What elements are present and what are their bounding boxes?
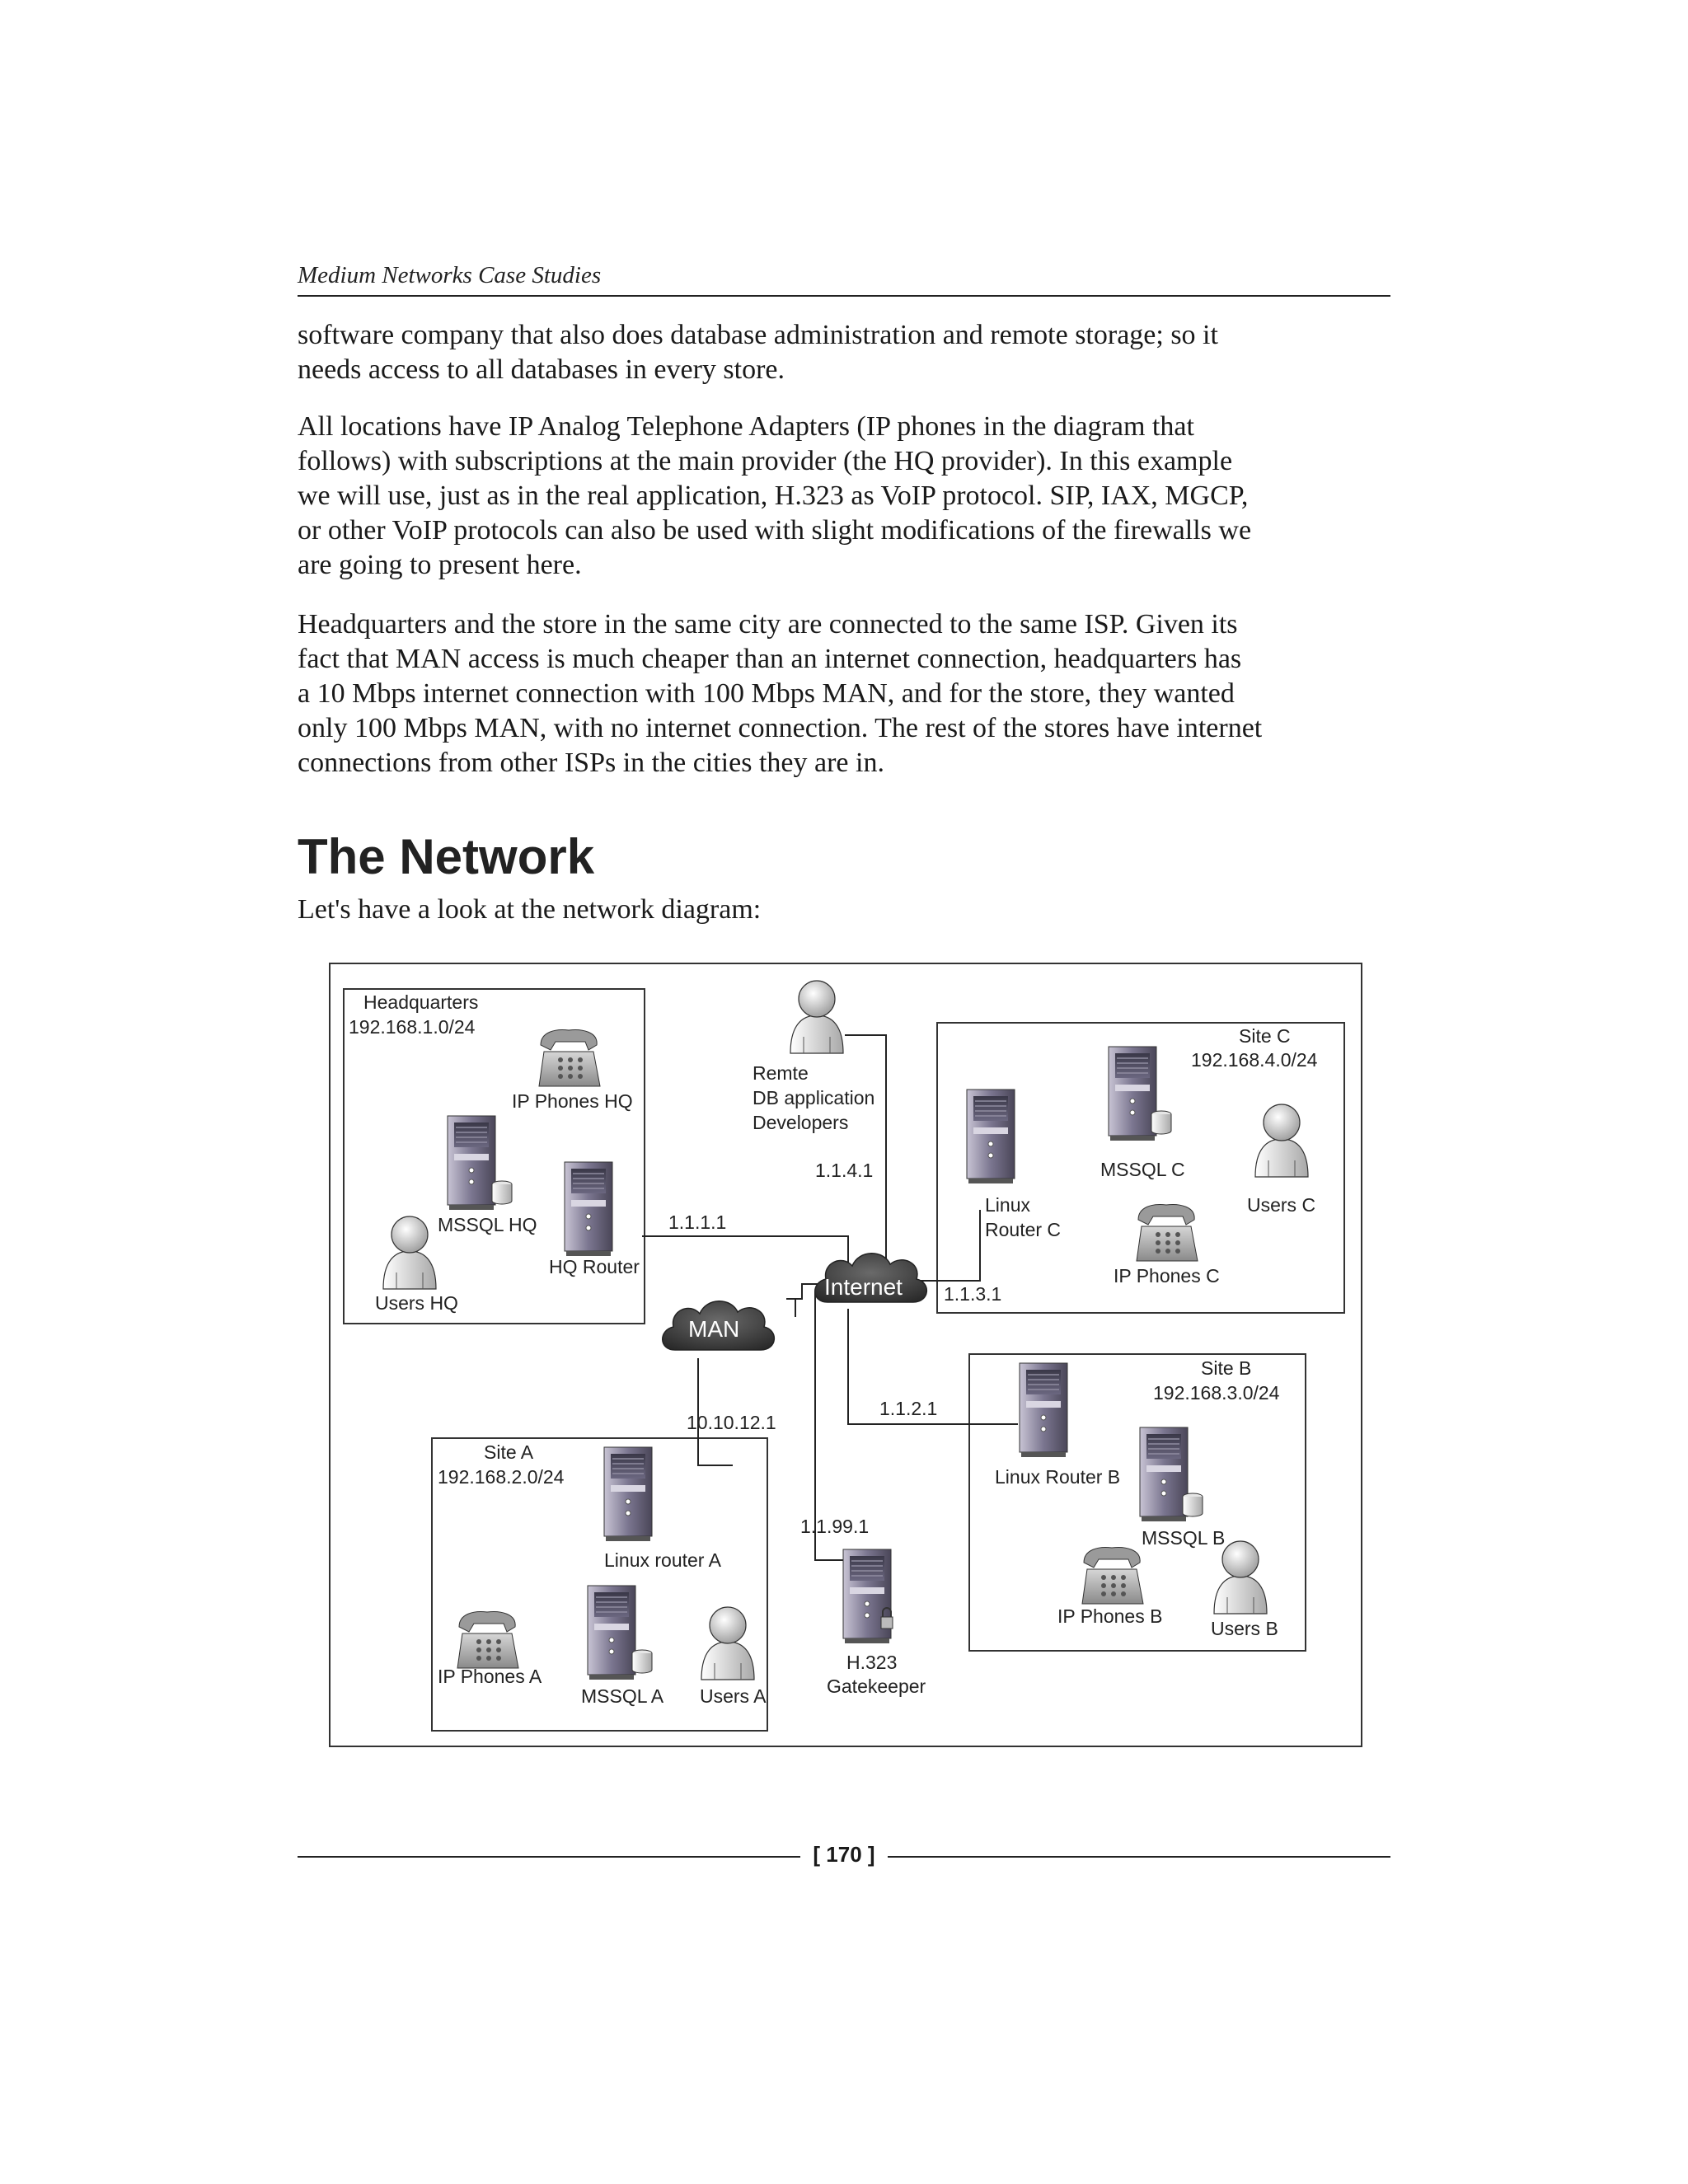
- remote-label-line1: Remte: [753, 1062, 809, 1084]
- text-line: follows) with subscriptions at the main …: [298, 446, 1233, 476]
- server-icon: [587, 1585, 636, 1680]
- site-c-subnet: 192.168.4.0/24: [1191, 1049, 1318, 1071]
- server-icon: [1108, 1046, 1157, 1141]
- database-icon: [491, 1180, 513, 1205]
- phone-icon: [457, 1611, 519, 1669]
- running-header: Medium Networks Case Studies: [298, 262, 1390, 297]
- site-b-name: Site B: [1201, 1357, 1251, 1379]
- site-a-box: [431, 1437, 768, 1732]
- footer-rule-left: [298, 1856, 800, 1858]
- text-line: we will use, just as in the real applica…: [298, 480, 1249, 511]
- hq-subnet: 192.168.1.0/24: [349, 1016, 476, 1038]
- text-line: needs access to all databases in every s…: [298, 354, 785, 385]
- router-icon: [603, 1446, 653, 1542]
- hq-phones-label: IP Phones HQ: [512, 1090, 633, 1112]
- hq-db-label: MSSQL HQ: [438, 1214, 537, 1235]
- paragraph: software company that also does database…: [298, 318, 1390, 387]
- site-c-phones-label: IP Phones C: [1114, 1265, 1220, 1286]
- remote-ip-label: 1.1.4.1: [815, 1160, 873, 1181]
- site-c-db-label: MSSQL C: [1100, 1159, 1185, 1180]
- site-b-ip-label: 1.1.2.1: [879, 1398, 937, 1419]
- server-icon: [1139, 1427, 1189, 1522]
- site-a-ip-label: 10.10.12.1: [687, 1412, 776, 1433]
- remote-label-line3: Developers: [753, 1112, 848, 1133]
- database-icon: [1182, 1493, 1203, 1517]
- site-c-router-line1: Linux: [985, 1194, 1030, 1216]
- footer-rule-right: [888, 1856, 1390, 1858]
- site-a-subnet: 192.168.2.0/24: [438, 1466, 565, 1488]
- page-number: [ 170 ]: [813, 1842, 875, 1867]
- text-line: connections from other ISPs in the citie…: [298, 748, 884, 778]
- site-a-router-label: Linux router A: [604, 1549, 722, 1571]
- paragraph: Headquarters and the store in the same c…: [298, 607, 1390, 780]
- text-line: All locations have IP Analog Telephone A…: [298, 411, 1194, 442]
- site-b-subnet: 192.168.3.0/24: [1153, 1382, 1280, 1404]
- hq-ip-label: 1.1.1.1: [668, 1212, 726, 1233]
- site-a-name: Site A: [484, 1441, 534, 1463]
- text-line: only 100 Mbps MAN, with no internet conn…: [298, 713, 1263, 743]
- server-icon: [842, 1549, 892, 1644]
- site-b-router-label: Linux Router B: [995, 1466, 1120, 1488]
- internet-label: Internet: [824, 1274, 903, 1300]
- intro-text: Let's have a look at the network diagram…: [298, 894, 762, 925]
- text-line: software company that also does database…: [298, 320, 1218, 350]
- hq-box: [343, 988, 645, 1324]
- router-icon: [564, 1161, 613, 1257]
- gatekeeper-ip-label: 1.1.99.1: [800, 1516, 869, 1537]
- database-icon: [631, 1649, 653, 1674]
- text-line: fact that MAN access is much cheaper tha…: [298, 644, 1242, 674]
- router-icon: [1019, 1362, 1068, 1458]
- section-title: The Network: [298, 829, 595, 884]
- site-a-users-label: Users A: [700, 1685, 767, 1707]
- site-a-phones-label: IP Phones A: [438, 1666, 542, 1687]
- site-c-box: [936, 1022, 1345, 1314]
- paragraph: All locations have IP Analog Telephone A…: [298, 410, 1390, 583]
- site-b-db-label: MSSQL B: [1142, 1527, 1225, 1549]
- database-icon: [1151, 1110, 1172, 1135]
- router-icon: [966, 1089, 1015, 1184]
- text-line: are going to present here.: [298, 550, 582, 580]
- network-diagram: Headquarters 192.168.1.0/24 IP Phones HQ…: [329, 963, 1362, 1747]
- hq-name: Headquarters: [363, 991, 478, 1013]
- site-c-ip-label: 1.1.3.1: [944, 1283, 1001, 1305]
- text-line: a 10 Mbps internet connection with 100 M…: [298, 678, 1235, 709]
- book-page: Medium Networks Case Studies software co…: [298, 0, 1390, 2184]
- site-b-box: [968, 1353, 1306, 1652]
- text-line: Headquarters and the store in the same c…: [298, 609, 1238, 640]
- server-icon: [447, 1115, 496, 1211]
- hq-router-label: HQ Router: [549, 1256, 640, 1277]
- phone-icon: [538, 1029, 601, 1087]
- page-footer: [ 170 ]: [298, 1840, 1390, 1872]
- site-c-name: Site C: [1239, 1025, 1291, 1047]
- phone-icon: [1081, 1547, 1144, 1605]
- gatekeeper-label-line1: H.323: [846, 1652, 897, 1673]
- gatekeeper-label-line2: Gatekeeper: [827, 1675, 926, 1697]
- hq-users-label: Users HQ: [375, 1292, 458, 1314]
- text-line: or other VoIP protocols can also be used…: [298, 515, 1252, 546]
- phone-icon: [1136, 1204, 1198, 1262]
- remote-label-line2: DB application: [753, 1087, 874, 1108]
- site-c-router-line2: Router C: [985, 1219, 1061, 1240]
- man-label: MAN: [688, 1316, 739, 1342]
- site-b-phones-label: IP Phones B: [1057, 1605, 1162, 1627]
- site-c-users-label: Users C: [1247, 1194, 1315, 1216]
- site-a-db-label: MSSQL A: [581, 1685, 664, 1707]
- site-b-users-label: Users B: [1211, 1618, 1278, 1639]
- lock-icon: [880, 1607, 893, 1629]
